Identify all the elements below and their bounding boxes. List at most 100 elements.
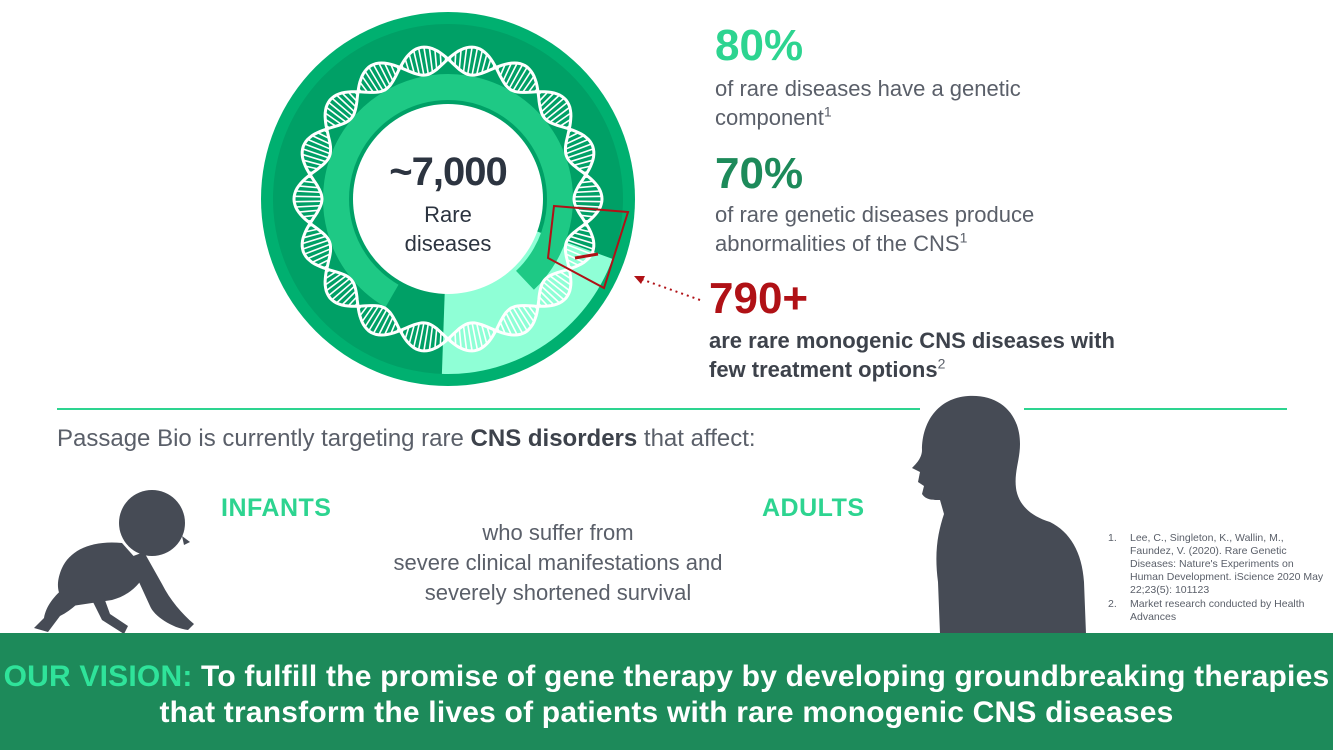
stat-70-ref: 1 xyxy=(959,229,968,246)
dna-rung xyxy=(508,64,524,89)
stat-70-desc: of rare genetic diseases produce abnorma… xyxy=(715,202,1035,256)
dna-rung xyxy=(341,92,357,108)
dna-rung xyxy=(568,265,573,269)
dna-rung xyxy=(428,325,434,351)
dna-rung xyxy=(354,91,359,96)
dna-rung xyxy=(361,75,375,93)
dna-rung xyxy=(295,190,321,194)
dna-rung xyxy=(324,272,342,286)
dna-rung xyxy=(294,195,322,198)
dna-rung xyxy=(466,46,473,75)
pointer-arrow-line xyxy=(637,277,701,301)
dna-rung xyxy=(566,258,579,267)
stat-80-ref: 1 xyxy=(823,103,832,120)
dna-rung xyxy=(423,323,430,352)
reference-text: Lee, C., Singleton, K., Wallin, M., Faun… xyxy=(1130,532,1324,596)
dna-rung xyxy=(545,101,569,121)
references-list: 1. Lee, C., Singleton, K., Wallin, M., F… xyxy=(1108,532,1328,625)
dna-rung xyxy=(295,204,321,208)
dna-rung xyxy=(492,329,496,334)
dna-rung xyxy=(486,58,492,72)
dna-rung xyxy=(537,91,542,96)
dna-rung xyxy=(302,159,323,167)
dna-rung xyxy=(307,138,331,150)
dna-rung xyxy=(364,305,380,328)
cns-highlight-mark xyxy=(574,252,599,260)
dna-rung xyxy=(534,305,539,311)
dna-rung xyxy=(492,64,496,69)
dna-rung xyxy=(534,87,539,93)
dna-rung xyxy=(480,324,488,345)
dna-rung xyxy=(583,176,589,179)
dna-rung xyxy=(569,235,595,245)
dna-rung xyxy=(378,312,391,336)
dna-rung xyxy=(308,171,313,174)
dna-rung xyxy=(545,277,569,297)
dna-rung xyxy=(301,235,327,245)
dna-rung xyxy=(565,125,571,129)
dna-rung xyxy=(404,58,410,72)
dna-rung xyxy=(577,209,598,213)
dna-rung xyxy=(364,70,380,93)
dna-rung xyxy=(361,305,375,323)
dna-rung xyxy=(378,62,391,86)
dna-rung xyxy=(305,228,318,233)
dna-rung xyxy=(294,200,322,203)
dna-rung xyxy=(583,171,588,174)
dna-rung xyxy=(439,52,442,66)
dna-rung xyxy=(302,214,316,218)
reference-text: Market research conducted by Health Adva… xyxy=(1130,598,1305,623)
dna-rung xyxy=(538,91,549,102)
stat-790-text: are rare monogenic CNS diseases with few… xyxy=(709,326,1129,384)
dna-rung xyxy=(323,265,328,269)
dna-rung xyxy=(368,306,384,332)
dna-rung xyxy=(574,200,602,203)
dna-rung xyxy=(542,281,565,301)
dna-rung xyxy=(302,180,316,184)
reference-number: 2. xyxy=(1108,598,1117,610)
dna-rung xyxy=(565,253,585,264)
dna-rung xyxy=(317,131,330,140)
dna-rung xyxy=(325,269,331,273)
dna-rung xyxy=(516,305,532,328)
stat-80-value: 80% xyxy=(715,21,804,70)
cns-highlight-box xyxy=(546,204,630,290)
dna-rung xyxy=(496,327,500,332)
dna-rung xyxy=(434,49,438,70)
dna-rung xyxy=(307,219,313,222)
dna-rung xyxy=(471,322,479,351)
dna-rung xyxy=(327,101,351,121)
dna-rung xyxy=(311,253,331,264)
dna-rung xyxy=(383,62,394,82)
dna-rung xyxy=(554,272,572,286)
dna-rung xyxy=(408,324,416,345)
adults-label: ADULTS xyxy=(762,494,865,522)
dna-rung xyxy=(428,47,434,73)
description-line-1: who suffer from xyxy=(482,520,634,545)
vision-label: OUR VISION: xyxy=(3,660,193,693)
dna-rung xyxy=(305,165,318,170)
dna-rung xyxy=(574,195,602,198)
dna-rung xyxy=(539,92,555,108)
dna-rung xyxy=(540,285,561,304)
dna-rung xyxy=(580,180,594,184)
dna-rung xyxy=(325,106,347,123)
rare-disease-donut xyxy=(261,12,701,386)
vision-statement: OUR VISION: To fulfill the promise of ge… xyxy=(0,659,1333,731)
inner-band xyxy=(323,73,573,324)
dna-rung xyxy=(359,305,369,317)
dna-rung xyxy=(565,138,589,150)
dna-rung xyxy=(499,321,506,335)
dna-rung xyxy=(307,176,313,179)
dna-rung xyxy=(400,329,404,334)
dna-rung xyxy=(454,52,457,66)
divider-left xyxy=(57,408,920,410)
dna-rung xyxy=(575,190,601,194)
dna-rung xyxy=(302,148,329,159)
dna-rung xyxy=(512,66,528,92)
dna-rung xyxy=(502,62,513,82)
dna-rung xyxy=(390,63,397,77)
dna-rung xyxy=(423,46,430,75)
dna-rung xyxy=(512,306,528,332)
dna-rung xyxy=(462,325,468,351)
